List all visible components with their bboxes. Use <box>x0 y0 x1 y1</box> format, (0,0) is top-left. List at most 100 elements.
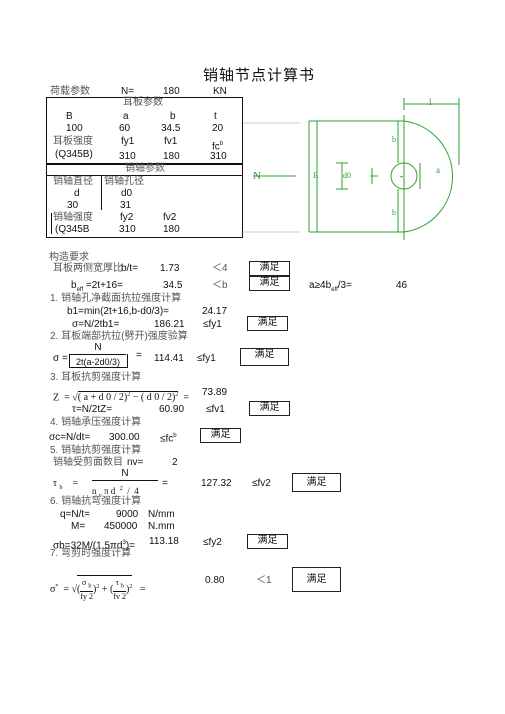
width-ratio-label: 耳板两侧宽厚比 <box>53 263 123 274</box>
pin-header: 销轴参数 <box>125 163 165 174</box>
q-value: 9000 <box>116 509 139 520</box>
tb-limit: ≤fv2 <box>252 478 271 489</box>
ear-strength-label: 耳板强度 <box>53 136 93 147</box>
sc-expr: σc=N/dt= <box>49 432 91 443</box>
ear-col-t: t <box>214 111 217 122</box>
beff-limit: ＜b <box>212 280 228 291</box>
pin-hole-label: 销轴孔径 <box>104 176 144 187</box>
ok-sb: 满足 <box>247 534 288 549</box>
section-6: 6. 销轴抗弯强度计算 <box>50 496 142 507</box>
pin-diam-label: 销轴直径 <box>53 176 93 187</box>
pin-header-divider <box>46 175 242 176</box>
ok-comb: 满足 <box>292 567 341 592</box>
diagram-label-b-top: b <box>392 135 396 144</box>
ratio-limit: ＜4 <box>212 263 228 274</box>
diagram-label-dash: - <box>400 171 403 181</box>
sigma1-limit: ≤fy1 <box>203 319 222 330</box>
ok-tb: 满足 <box>292 473 341 492</box>
tb-symbol: τ b = <box>53 478 79 491</box>
s2-value: 114.41 <box>154 353 184 364</box>
ear-val-t: 20 <box>212 123 224 134</box>
load-n-value: 180 <box>163 86 180 97</box>
s2-numerator: N <box>94 342 102 353</box>
b1-expr: b1=min(2t+16,b-d0/3)= <box>67 306 170 317</box>
pin-fy2-label: fy2 <box>120 212 134 223</box>
ear-col-b: b <box>170 111 176 122</box>
s2-eq: = <box>136 350 142 361</box>
a-condition: a≥4beff/3= <box>309 280 352 293</box>
load-label: 荷载参数 <box>50 86 90 97</box>
diagram-label-l: l <box>429 97 432 107</box>
z-value: 73.89 <box>202 387 228 398</box>
pin-strength-label: 销轴强度 <box>53 212 93 223</box>
z-formula: Z = √( a + d 0 / 2)2 − ( d 0 / 2)2 = <box>53 391 189 404</box>
nv-label: 销轴受剪面数目 <box>53 457 123 468</box>
diagram-label-B: B <box>313 171 319 180</box>
nv-value: 2 <box>172 457 178 468</box>
m-value: 450000 <box>104 521 138 532</box>
q-unit: N/mm <box>148 509 175 520</box>
tb-denominator: n v π d 2 / 4 <box>92 486 139 499</box>
ear-fy1-label: fy1 <box>121 136 135 147</box>
ok-s2: 满足 <box>240 348 289 366</box>
beff-expr: beff =2t+16= <box>71 280 123 293</box>
ear-strength-grade: (Q345B) <box>55 149 93 160</box>
pin-strength-divider <box>51 213 52 234</box>
pin-d-value: 30 <box>67 200 79 211</box>
comb-value: 0.80 <box>205 575 225 586</box>
s2-den-box <box>69 354 128 368</box>
m-expr: M= <box>71 521 86 532</box>
section-7: 7. 弯剪时强度计算 <box>50 548 132 559</box>
ratio-value: 1.73 <box>160 263 180 274</box>
page-title: 销轴节点计算书 <box>203 66 316 84</box>
ear-val-b: 34.5 <box>161 123 181 134</box>
ear-fc-value: 310 <box>210 151 227 162</box>
tb-eq: = <box>162 478 168 489</box>
ear-fy1-value: 310 <box>119 151 136 162</box>
sb-limit: ≤fy2 <box>203 537 222 548</box>
section-1: 1. 销轴孔净截面抗拉强度计算 <box>50 293 182 304</box>
ok-sigma1: 满足 <box>247 316 288 331</box>
tb-value: 127.32 <box>201 478 232 489</box>
section-4: 4. 销轴承压强度计算 <box>50 417 142 428</box>
section-3: 3. 耳板抗剪强度计算 <box>50 372 142 383</box>
ear-val-B: 100 <box>66 123 83 134</box>
sb-expr: σb=32M/(1.5πd3)= <box>53 540 136 552</box>
ear-col-a: a <box>123 111 129 122</box>
ear-header: 耳板参数 <box>123 97 163 108</box>
ok-ratio: 满足 <box>249 261 290 276</box>
tau-expr: τ=N/2tZ= <box>72 404 113 415</box>
q-expr: q=N/t= <box>60 509 91 520</box>
pin-d-label: d <box>74 188 80 199</box>
tb-fraction-bar <box>92 480 158 481</box>
sc-value: 300.00 <box>109 432 140 443</box>
load-n-label: N= <box>121 86 135 97</box>
ratio-expr: b/t= <box>121 263 138 274</box>
ear-val-a: 60 <box>119 123 131 134</box>
pin-strength-grade: (Q345B <box>55 224 90 235</box>
ok-beff: 满足 <box>249 276 290 291</box>
pin-fy2-value: 310 <box>119 224 136 235</box>
tb-numerator: N <box>121 468 129 479</box>
diagram-label-a: a <box>436 165 440 175</box>
s2-denominator: 2t(a-2d0/3) <box>75 357 121 367</box>
ok-tau: 满足 <box>249 401 290 416</box>
pin-d0-label: d0 <box>121 188 133 199</box>
diagram-label-N: N <box>253 170 261 182</box>
ear-params-box <box>46 97 243 165</box>
ear-fc-label: fcb <box>212 141 224 153</box>
s2-limit: ≤fy1 <box>197 353 216 364</box>
pin-fv2-value: 180 <box>163 224 180 235</box>
sc-limit: ≤fcb <box>160 433 177 445</box>
comb-limit: ＜1 <box>256 575 272 586</box>
s2-sigma: σ = <box>53 353 68 364</box>
section-2: 2. 耳板端部抗拉(劈开)强度验算 <box>50 331 188 342</box>
section-5: 5. 销轴抗剪强度计算 <box>50 445 142 456</box>
beff-value: 34.5 <box>163 280 183 291</box>
b1-value: 24.17 <box>202 306 228 317</box>
load-unit: KN <box>213 86 227 97</box>
m-unit: N.mm <box>148 521 175 532</box>
a-value: 46 <box>396 280 408 291</box>
